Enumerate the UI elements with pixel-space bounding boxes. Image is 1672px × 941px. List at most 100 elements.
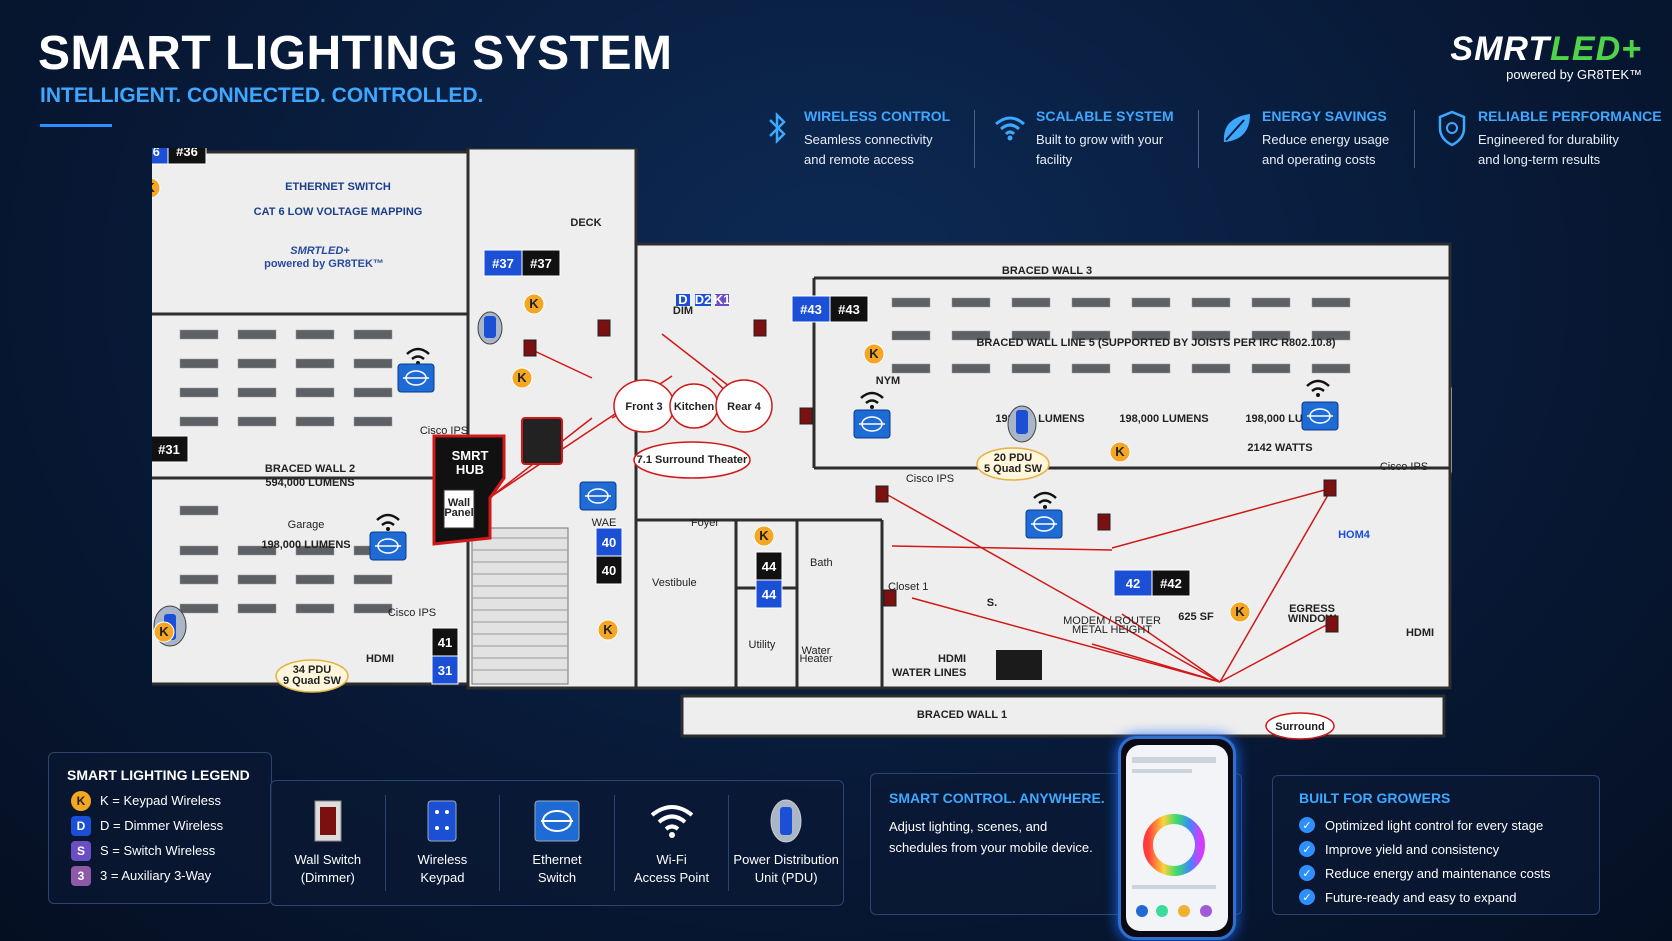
- ethernet-switch-icon[interactable]: [579, 481, 617, 511]
- theater-label: 7.1 Surround Theater: [637, 454, 748, 466]
- foyer-label: Foyer: [691, 517, 719, 529]
- zone-badge-37[interactable]: #37#37: [483, 249, 561, 277]
- nym-label: NYM: [876, 375, 900, 387]
- device-label-line: Wall Switch: [294, 852, 362, 867]
- keypad-k-icon[interactable]: K: [1229, 601, 1251, 623]
- device-wall-switch: Wall Switch (Dimmer): [271, 795, 386, 891]
- logo-smrt: SMRT: [1450, 30, 1551, 68]
- feature-desc: Built to grow with your facility: [1036, 132, 1164, 167]
- device-label-line: Keypad: [420, 870, 465, 885]
- keypad-k-icon[interactable]: K: [597, 619, 619, 641]
- feature-title: RELIABLE PERFORMANCE: [1478, 108, 1662, 124]
- badge-number: #43: [800, 302, 822, 317]
- surround-zone: Surround: [1265, 712, 1335, 740]
- zone-badge-43[interactable]: #43#43: [791, 295, 869, 323]
- keypad-icon: [427, 800, 457, 842]
- keypad-k-icon[interactable]: K: [511, 367, 533, 389]
- keypad-k-label: K: [529, 296, 539, 311]
- grow-light: [891, 297, 931, 308]
- grow-light: [1311, 297, 1351, 308]
- device-label-line: Wireless: [417, 852, 468, 867]
- tablet-icon[interactable]: [521, 417, 563, 465]
- keypad-k-icon[interactable]: K: [863, 343, 885, 365]
- page-subtitle: INTELLIGENT. CONNECTED. CONTROLLED.: [40, 84, 484, 107]
- dimmer-chip: D: [71, 815, 91, 836]
- grow-light: [1191, 330, 1231, 341]
- badge-number: #37: [492, 256, 514, 271]
- legend-label: S = Switch Wireless: [100, 843, 216, 858]
- zone-badge-36[interactable]: #36#36: [152, 148, 207, 165]
- grow-light: [891, 363, 931, 374]
- utility-label: Utility: [749, 639, 776, 651]
- grow-light: [1131, 363, 1171, 374]
- badge-number: 44: [762, 587, 777, 602]
- ethernet-switch-icon[interactable]: [1301, 401, 1339, 431]
- smrt-hub[interactable]: SMRT HUB Wall Panel: [432, 434, 506, 546]
- grow-light: [1071, 330, 1111, 341]
- ethernet-switch-icon[interactable]: [369, 531, 407, 561]
- bath-label: Bath: [810, 557, 833, 569]
- phone-app-mockup: [1118, 736, 1236, 940]
- grow-light: [237, 545, 277, 556]
- mini-brand-logo: SMRTLED+: [290, 245, 350, 257]
- grow-light: [237, 416, 277, 427]
- grow-light: [951, 297, 991, 308]
- device-label-line: Access Point: [634, 870, 710, 885]
- ethernet-switch-icon[interactable]: [853, 409, 891, 439]
- garage-label: Garage: [288, 519, 325, 531]
- grow-light: [295, 545, 335, 556]
- lumens-594-label: 594,000 LUMENS: [265, 477, 354, 489]
- grow-light: [1011, 297, 1051, 308]
- zone-badge-31[interactable]: #31#31: [152, 435, 189, 463]
- device-label-line: (Dimmer): [300, 870, 355, 885]
- zone-badge-42[interactable]: 42#42: [1113, 569, 1191, 597]
- wifi-icon[interactable]: [376, 513, 400, 531]
- hdmi-label: HDMI: [366, 653, 394, 665]
- ethernet-switch-icon[interactable]: [1025, 509, 1063, 539]
- grow-light: [891, 330, 931, 341]
- feature-desc: Engineered for durability and long-term …: [1478, 132, 1619, 167]
- smart-control-desc: Adjust lighting, scenes, and schedules f…: [889, 819, 1093, 855]
- cisco-ips-label: Cisco IPS: [1380, 461, 1428, 473]
- braced-wall-1-label: BRACED WALL 1: [917, 709, 1007, 721]
- feature-desc: Seamless connectivity and remote access: [804, 132, 933, 167]
- keypad-k-icon[interactable]: K: [523, 293, 545, 315]
- zone-badge-41[interactable]: 41 31: [431, 627, 459, 685]
- growers-item-label: Improve yield and consistency: [1325, 841, 1500, 857]
- cisco-ips-label: Cisco IPS: [388, 607, 436, 619]
- keypad-k-icon[interactable]: K: [152, 177, 161, 199]
- badge-number: #36: [152, 148, 160, 159]
- grow-light: [237, 603, 277, 614]
- check-icon: ✓: [1299, 817, 1315, 833]
- badge-number: 42: [1126, 576, 1140, 591]
- wall-panel-label: Wall: [448, 497, 470, 509]
- grow-light: [295, 387, 335, 398]
- wifi-icon[interactable]: [860, 391, 884, 409]
- wifi-icon[interactable]: [1033, 491, 1057, 509]
- grow-light: [951, 330, 991, 341]
- keypad-k-icon[interactable]: K: [1109, 441, 1131, 463]
- badge-number: 31: [438, 663, 452, 678]
- badge-number: 41: [438, 635, 452, 650]
- legend-label: K = Keypad Wireless: [100, 793, 222, 808]
- grow-light: [237, 358, 277, 369]
- dimmer-block[interactable]: D D2 K1 DIM: [673, 292, 730, 317]
- dim-label: DIM: [673, 305, 693, 317]
- title-underline: [40, 124, 112, 127]
- ethernet-switch-icon: [534, 800, 580, 842]
- feature-title: WIRELESS CONTROL: [804, 108, 951, 124]
- keypad-k-icon[interactable]: K: [153, 621, 175, 643]
- grow-light: [1251, 363, 1291, 374]
- feature-wireless-control: WIRELESS CONTROL Seamless connectivity an…: [762, 108, 954, 172]
- smart-control-title: SMART CONTROL. ANYWHERE.: [889, 790, 1105, 806]
- theater-zone: Front 3 Kitchen Rear 4 7.1 Surround Thea…: [613, 379, 773, 479]
- wifi-icon[interactable]: [1306, 379, 1330, 397]
- mini-brand-powered: powered by GR8TEK™: [264, 258, 384, 270]
- growers-item: ✓Future-ready and easy to expand: [1299, 888, 1599, 906]
- ethernet-switch-icon[interactable]: [397, 363, 435, 393]
- keypad-k-icon[interactable]: K: [753, 525, 775, 547]
